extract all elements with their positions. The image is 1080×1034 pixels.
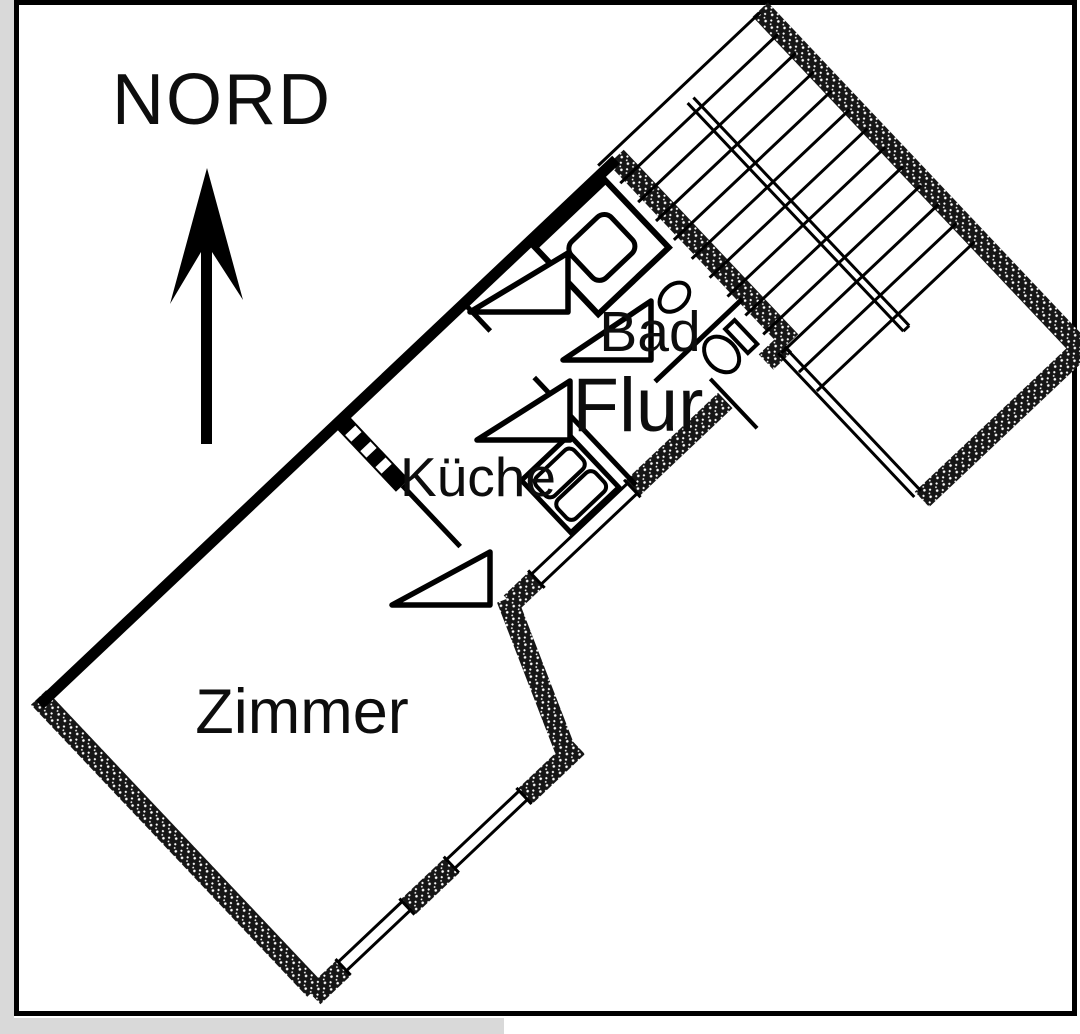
window-slit <box>360 441 377 458</box>
apartment-plan <box>30 2 1080 1005</box>
window-icon <box>445 789 521 861</box>
window-slit <box>345 425 362 442</box>
stair-tread <box>654 70 815 223</box>
stair-handrail <box>692 96 911 327</box>
door-swing-kueche-icon <box>467 250 571 315</box>
wall-southwest <box>30 690 323 997</box>
room-label-kueche: Küche <box>400 446 556 508</box>
window-icon <box>453 798 529 870</box>
window-opening <box>442 786 535 876</box>
door-swings <box>389 250 654 608</box>
stair-tread <box>672 89 833 241</box>
staircase <box>597 11 976 499</box>
stair-handrail <box>686 102 905 333</box>
wall-zimmer-kueche <box>400 483 462 549</box>
stair-tread <box>815 240 976 393</box>
wall-stair-southeast <box>914 335 1080 507</box>
window-jamb <box>622 478 642 499</box>
kitchen-sink-unit-icon <box>517 431 623 537</box>
fixtures <box>517 176 761 537</box>
room-label-zimmer: Zimmer <box>195 677 408 747</box>
french-window-opening <box>526 478 642 590</box>
apartment-floor <box>50 165 776 979</box>
toilet-icon <box>702 334 742 375</box>
window-jamb <box>442 855 460 874</box>
stair-tread <box>726 146 887 298</box>
stair-handrail-end <box>902 324 911 333</box>
room-label-bad: Bad <box>599 300 700 364</box>
stair-tread <box>762 184 922 336</box>
french-window-icon <box>530 482 629 576</box>
door-swing-zimmer-icon <box>389 549 493 608</box>
stair-tread <box>780 203 940 355</box>
shower-drain-icon <box>566 212 638 283</box>
sink-basin-icon <box>554 469 609 522</box>
north-arrow-icon <box>170 168 243 444</box>
wall-openings <box>334 351 776 978</box>
window-slit <box>375 457 392 474</box>
toilet-tank-icon <box>722 317 761 356</box>
window-opening <box>334 897 418 978</box>
washbasin-icon <box>657 280 692 314</box>
wall-stair-northeast <box>752 2 1080 352</box>
room-label-flur: Flur <box>573 363 704 448</box>
stair-tread <box>797 221 958 374</box>
wall-northwest <box>36 155 620 709</box>
window-jamb <box>527 569 546 589</box>
stair-tread <box>744 165 905 317</box>
kueche-band-windows <box>345 425 392 474</box>
scan-margin-left <box>0 0 14 1034</box>
stair-treads <box>619 33 976 393</box>
wall-kueche-flur <box>462 301 493 333</box>
sink-basin-icon <box>532 446 587 500</box>
stair-stringer <box>777 352 916 499</box>
stair-edge-northwest <box>597 11 762 167</box>
door-swing-bad-icon <box>560 298 654 363</box>
wall-bad-flur <box>653 297 744 384</box>
window-jamb <box>515 786 533 805</box>
window-jamb <box>334 958 352 977</box>
stair-tread <box>637 51 797 204</box>
window-glazing <box>334 377 759 977</box>
scan-margin-bottom <box>14 1018 504 1034</box>
french-window-icon <box>540 492 639 586</box>
wall-chamfer <box>497 595 578 760</box>
door-swing-flur-icon <box>474 378 573 443</box>
window-jamb <box>398 897 416 916</box>
entry-door-opening <box>715 351 776 411</box>
compass-label: NORD <box>112 60 332 140</box>
window-icon <box>337 900 404 964</box>
entry-door-leaf <box>708 377 759 430</box>
stair-stringer <box>783 345 922 492</box>
window-icon <box>345 909 412 972</box>
stair-tread <box>708 127 869 279</box>
stair-tread <box>690 108 851 260</box>
stair-tread <box>619 33 779 185</box>
